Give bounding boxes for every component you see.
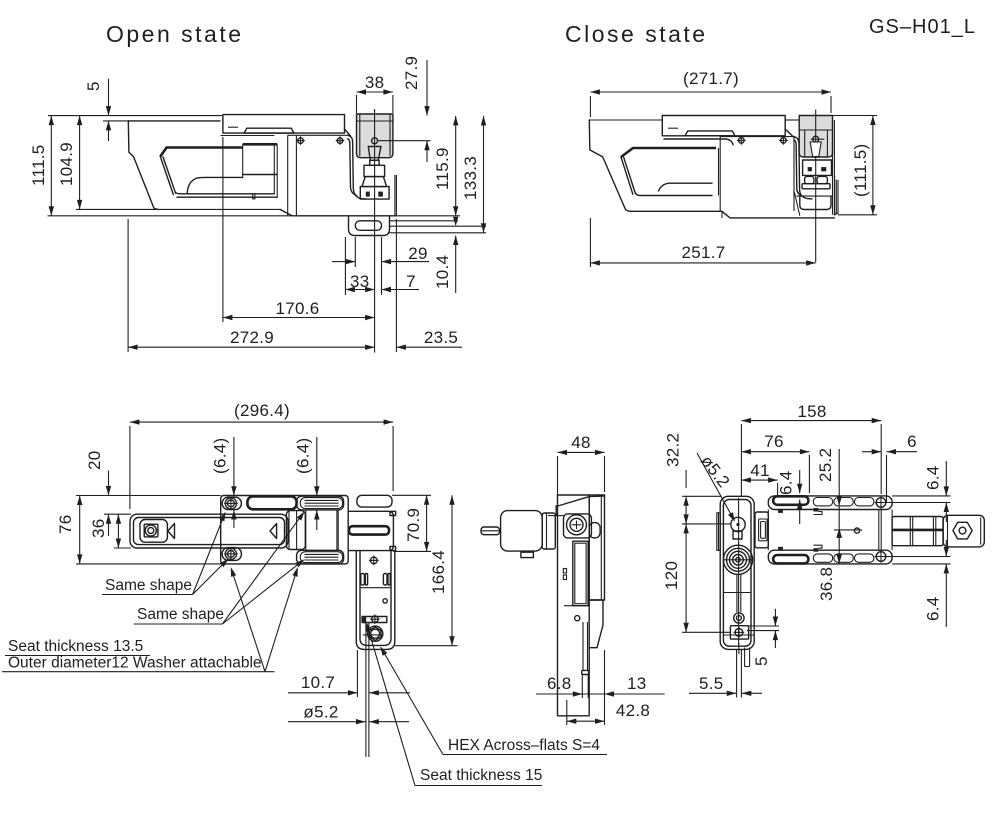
svg-text:Seat thickness 13.5: Seat thickness 13.5 bbox=[8, 638, 143, 655]
svg-text:27.9: 27.9 bbox=[402, 56, 421, 90]
svg-text:6.8: 6.8 bbox=[547, 674, 572, 693]
svg-text:166.4: 166.4 bbox=[429, 550, 448, 594]
svg-text:6.4: 6.4 bbox=[924, 596, 943, 621]
svg-text:36: 36 bbox=[89, 518, 108, 538]
svg-text:111.5: 111.5 bbox=[29, 144, 48, 186]
svg-text:(6.4): (6.4) bbox=[211, 438, 230, 474]
svg-text:(271.7): (271.7) bbox=[683, 69, 739, 88]
svg-text:10.4: 10.4 bbox=[433, 255, 452, 289]
svg-text:6.4: 6.4 bbox=[777, 470, 796, 495]
svg-text:120: 120 bbox=[662, 561, 681, 590]
svg-text:29: 29 bbox=[408, 244, 428, 263]
svg-text:13: 13 bbox=[627, 674, 647, 693]
svg-text:32.2: 32.2 bbox=[664, 433, 683, 467]
svg-text:76: 76 bbox=[764, 432, 784, 451]
svg-text:(296.4): (296.4) bbox=[234, 401, 290, 420]
svg-text:6.4: 6.4 bbox=[924, 465, 943, 490]
svg-text:5: 5 bbox=[752, 656, 771, 666]
svg-text:10.7: 10.7 bbox=[301, 673, 335, 692]
svg-text:Same shape: Same shape bbox=[105, 577, 192, 594]
svg-text:25.2: 25.2 bbox=[816, 448, 835, 482]
svg-text:158: 158 bbox=[797, 402, 826, 421]
svg-text:20: 20 bbox=[85, 450, 104, 470]
svg-text:76: 76 bbox=[56, 514, 75, 534]
svg-text:38: 38 bbox=[365, 73, 385, 92]
svg-text:(6.4): (6.4) bbox=[294, 438, 313, 474]
svg-text:ø5.2: ø5.2 bbox=[303, 703, 338, 722]
svg-text:Open state: Open state bbox=[106, 21, 244, 47]
svg-text:7: 7 bbox=[406, 272, 416, 291]
svg-text:HEX Across–flats S=4: HEX Across–flats S=4 bbox=[448, 737, 600, 754]
svg-text:(111.5): (111.5) bbox=[851, 144, 870, 197]
svg-text:41: 41 bbox=[750, 461, 770, 480]
svg-text:6: 6 bbox=[907, 432, 917, 451]
svg-text:5: 5 bbox=[84, 81, 103, 91]
svg-text:251.7: 251.7 bbox=[681, 243, 725, 262]
svg-text:ø5.2: ø5.2 bbox=[697, 452, 734, 491]
svg-text:Same shape: Same shape bbox=[137, 606, 224, 623]
svg-text:133.3: 133.3 bbox=[461, 156, 480, 200]
svg-text:104.9: 104.9 bbox=[57, 142, 76, 186]
svg-text:23.5: 23.5 bbox=[424, 328, 458, 347]
svg-text:33: 33 bbox=[350, 272, 370, 291]
svg-text:48: 48 bbox=[571, 433, 591, 452]
svg-text:Outer diameter12 Washer attach: Outer diameter12 Washer attachable bbox=[8, 655, 262, 672]
svg-text:42.8: 42.8 bbox=[616, 701, 650, 720]
svg-text:272.9: 272.9 bbox=[230, 328, 274, 347]
svg-text:170.6: 170.6 bbox=[275, 299, 319, 318]
svg-text:70.9: 70.9 bbox=[404, 508, 423, 542]
svg-text:36.8: 36.8 bbox=[817, 567, 836, 601]
svg-text:115.9: 115.9 bbox=[433, 147, 452, 190]
svg-text:GS–H01_L: GS–H01_L bbox=[869, 16, 976, 38]
svg-text:5.5: 5.5 bbox=[699, 674, 724, 693]
svg-text:Seat thickness 15: Seat thickness 15 bbox=[420, 767, 542, 784]
svg-text:Close state: Close state bbox=[565, 21, 708, 47]
